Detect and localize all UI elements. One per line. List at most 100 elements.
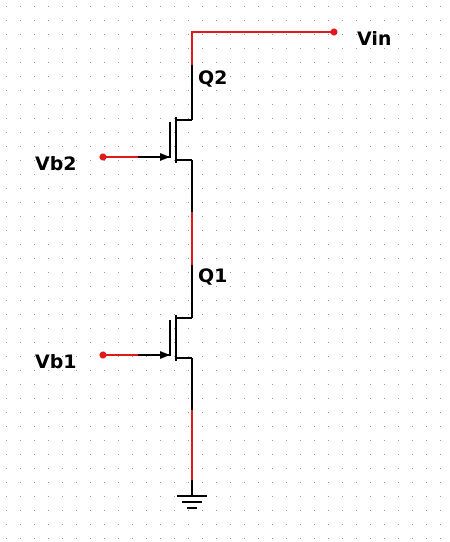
grid-dot (356, 496, 357, 497)
grid-dot (132, 524, 133, 525)
grid-dot (244, 174, 245, 175)
grid-dot (6, 258, 7, 259)
grid-dot (426, 6, 427, 7)
vb1-port[interactable] (99, 351, 107, 359)
grid-dot (62, 426, 63, 427)
grid-dot (118, 482, 119, 483)
grid-dot (314, 314, 315, 315)
grid-dot (146, 412, 147, 413)
grid-dot (356, 90, 357, 91)
grid-dot (328, 454, 329, 455)
grid-dot (300, 440, 301, 441)
grid-dot (76, 174, 77, 175)
grid-dot (440, 20, 441, 21)
grid-dot (370, 370, 371, 371)
grid-dot (118, 62, 119, 63)
grid-dot (314, 104, 315, 105)
grid-dot (440, 538, 441, 539)
vb2-net[interactable] (99, 153, 139, 161)
vin-port[interactable] (330, 28, 338, 36)
grid-dot (160, 132, 161, 133)
grid-dot (202, 132, 203, 133)
grid-dot (132, 202, 133, 203)
grid-dot (412, 188, 413, 189)
grid-dot (244, 76, 245, 77)
q1-transistor[interactable] (138, 265, 193, 410)
grid-dot (426, 524, 427, 525)
grid-dot (440, 146, 441, 147)
grid-dot (230, 90, 231, 91)
grid-dot (244, 510, 245, 511)
grid-dot (384, 216, 385, 217)
grid-dot (20, 20, 21, 21)
grid-dot (132, 286, 133, 287)
grid-dot (412, 160, 413, 161)
grid-dot (370, 426, 371, 427)
q2-transistor[interactable] (138, 65, 193, 212)
grid-dot (48, 160, 49, 161)
grid-dot (328, 20, 329, 21)
grid-dot (258, 342, 259, 343)
grid-dot (244, 454, 245, 455)
grid-dot (398, 104, 399, 105)
grid-dot (440, 384, 441, 385)
grid-dot (48, 174, 49, 175)
grid-dot (314, 216, 315, 217)
grid-dot (174, 6, 175, 7)
arrow-icon (160, 351, 170, 359)
grid-dot (342, 412, 343, 413)
grid-dot (356, 510, 357, 511)
grid-dot (188, 216, 189, 217)
grid-dot (384, 6, 385, 7)
grid-dot (132, 272, 133, 273)
grid-dot (328, 370, 329, 371)
grid-dot (90, 62, 91, 63)
grid-dot (370, 132, 371, 133)
vb2-port[interactable] (99, 153, 107, 161)
grid-dot (440, 342, 441, 343)
grid-dot (202, 482, 203, 483)
grid-dot (216, 314, 217, 315)
grid-dot (314, 426, 315, 427)
grid-dot (286, 412, 287, 413)
grid-dot (188, 328, 189, 329)
grid-dot (398, 244, 399, 245)
grid-dot (328, 6, 329, 7)
grid-dot (76, 524, 77, 525)
grid-dot (272, 412, 273, 413)
grid-dot (426, 34, 427, 35)
grid-dot (244, 286, 245, 287)
grid-dot (356, 454, 357, 455)
grid-dot (300, 132, 301, 133)
grid-dot (258, 370, 259, 371)
grid-dot (398, 90, 399, 91)
grid-dot (76, 440, 77, 441)
grid-dot (160, 34, 161, 35)
grid-dot (384, 356, 385, 357)
vin-net[interactable] (191, 28, 338, 66)
grid-dot (286, 342, 287, 343)
grid-dot (244, 328, 245, 329)
grid-dot (34, 510, 35, 511)
grid-dot (342, 426, 343, 427)
grid-dot (188, 34, 189, 35)
vb1-net[interactable] (99, 351, 139, 359)
grid-dot (398, 454, 399, 455)
grid-dot (6, 202, 7, 203)
grid-dot (384, 132, 385, 133)
grid-dot (188, 384, 189, 385)
grid-dot (286, 104, 287, 105)
grid-dot (202, 328, 203, 329)
grid-dot (132, 104, 133, 105)
grid-dot (174, 314, 175, 315)
grid-dot (328, 398, 329, 399)
grid-dot (104, 48, 105, 49)
grid-dot (356, 412, 357, 413)
grid-dot (300, 272, 301, 273)
grid-dot (398, 230, 399, 231)
grid-dot (314, 160, 315, 161)
grid-dot (76, 34, 77, 35)
grid-dot (272, 244, 273, 245)
grid-dot (286, 202, 287, 203)
grid-dot (244, 342, 245, 343)
